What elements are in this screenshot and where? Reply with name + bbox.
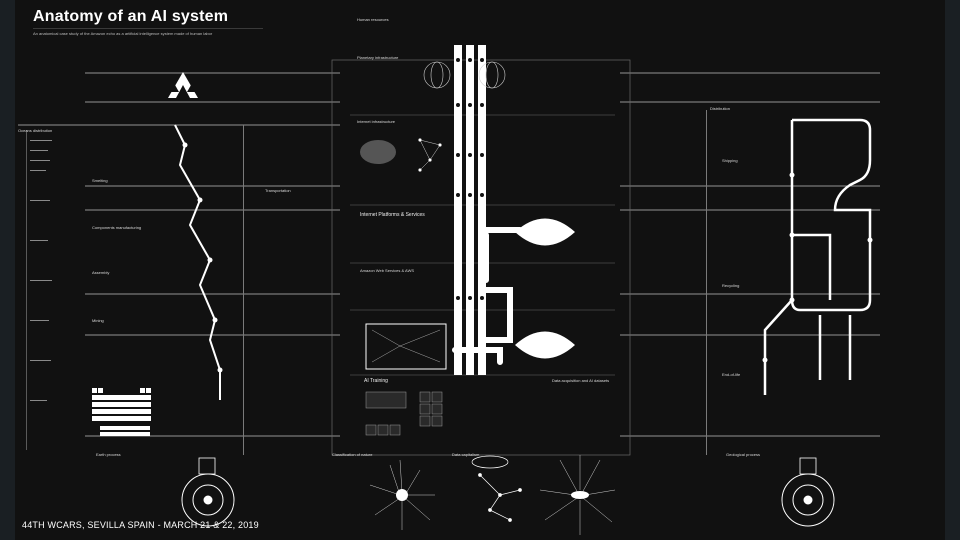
- label-transportation: Transportation: [265, 188, 291, 193]
- label-components-manufacturing: Components manufacturing: [92, 225, 142, 230]
- right-network: [763, 118, 872, 395]
- label-earth-process: Earth process: [96, 452, 121, 457]
- label-end-of-life: End-of-life: [722, 372, 741, 377]
- supply-chain-path: [174, 124, 221, 400]
- label-geological-process: Geological process: [726, 452, 761, 457]
- label-assembly: Assembly: [92, 270, 110, 275]
- label-planetary-infrastructure: Planetary infrastructure: [357, 55, 399, 60]
- concentric-circles-right: [781, 473, 835, 527]
- central-pipes: [454, 45, 486, 375]
- fractal-triangle: [168, 72, 198, 98]
- globe-icons: [423, 61, 506, 89]
- neural-net-box: [365, 323, 447, 370]
- label-data-acquisition: Data acquisition and AI datasets: [552, 378, 610, 383]
- waveforms: [515, 218, 575, 359]
- label-internet-infrastructure: Internet infrastructure: [357, 119, 396, 124]
- label-internet-platforms: Internet Platforms & Services: [360, 212, 425, 218]
- label-mining: Mining: [92, 318, 104, 323]
- label-human-resources: Human resources: [357, 17, 389, 22]
- radial-burst-left: [369, 459, 435, 530]
- label-ai-training: AI Training: [364, 378, 388, 384]
- poster-title: Anatomy of an AI system: [33, 8, 229, 25]
- footer-caption: 44TH WCARS, SEVILLA SPAIN - MARCH 21 & 2…: [22, 520, 259, 530]
- label-shipping: Shipping: [722, 158, 738, 163]
- left-margin-strip: [0, 0, 15, 540]
- label-ocean-distribution: Oceans distribution: [18, 128, 53, 133]
- periodic-table: [92, 388, 151, 436]
- radial-burst-right: [539, 455, 616, 535]
- label-data-capitalism: Data capitalism: [452, 452, 480, 457]
- label-smelting: Smelting: [92, 178, 108, 183]
- side-connectors: [18, 72, 880, 437]
- training-tiles: [365, 391, 443, 436]
- label-aws: Amazon Web Services & AWS: [360, 268, 415, 273]
- title-divider: [33, 28, 263, 29]
- label-recycling: Recycling: [722, 283, 740, 288]
- poster-subtitle: An anatomical case study of the Amazon e…: [33, 31, 213, 36]
- constellation-graph: [478, 473, 522, 522]
- concentric-circles-left: [181, 473, 235, 527]
- right-margin-strip: [945, 0, 960, 540]
- label-classification-nature: Classification of nature: [332, 452, 373, 457]
- label-distribution: Distribution: [710, 106, 731, 111]
- network-graphs: [418, 138, 442, 172]
